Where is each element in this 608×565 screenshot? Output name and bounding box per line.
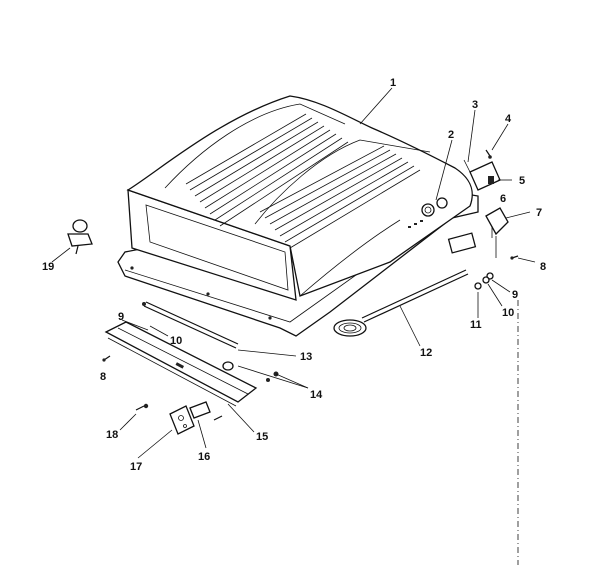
part-label-19: 19 [42, 261, 54, 273]
part-label-6: 6 [500, 193, 506, 205]
part-label-2: 2 [448, 129, 454, 141]
screw-icon [510, 255, 519, 260]
plate-icon [189, 401, 211, 419]
panel-strip-icon [104, 321, 258, 407]
screw-icon [485, 149, 492, 159]
crank-handle-icon [67, 219, 93, 255]
part-label-14: 14 [310, 389, 323, 401]
part-label-5: 5 [519, 175, 525, 187]
screw-icon [102, 355, 111, 362]
part-label-3: 3 [472, 99, 478, 111]
hinge-icon [169, 405, 195, 435]
part-label-8-left: 8 [100, 371, 106, 383]
part-label-8-right: 8 [540, 261, 546, 273]
cover-icon [117, 95, 479, 337]
part-label-10-right: 10 [502, 307, 514, 319]
part-label-15: 15 [256, 431, 268, 443]
part-label-1: 1 [390, 77, 396, 89]
rod-icon [142, 301, 239, 349]
part-label-10-left: 10 [170, 335, 182, 347]
part-label-9-right: 9 [512, 289, 518, 301]
cord-icon [333, 269, 469, 337]
part-label-7: 7 [536, 207, 542, 219]
part-label-13: 13 [300, 351, 312, 363]
washer-icon [482, 272, 494, 284]
part-label-9-left: 9 [118, 311, 124, 323]
hinge-bracket-icon [463, 159, 501, 191]
part-label-4: 4 [505, 113, 512, 125]
screw-icon [474, 282, 482, 290]
latch-housing-icon [485, 207, 509, 258]
leader-lines [51, 87, 536, 459]
louvre-left [185, 113, 349, 227]
part-label-18: 18 [106, 429, 118, 441]
part-labels: 1 2 3 4 5 6 7 8 9 10 11 12 13 14 15 16 1… [42, 77, 546, 473]
switch-knob-icon [447, 232, 477, 254]
part-label-12: 12 [420, 347, 432, 359]
part-label-16: 16 [198, 451, 210, 463]
screw-icon [213, 415, 223, 421]
screw-icon [135, 403, 149, 411]
louvre-right [259, 145, 421, 249]
part-label-11: 11 [470, 319, 482, 331]
part-label-17: 17 [130, 461, 142, 473]
